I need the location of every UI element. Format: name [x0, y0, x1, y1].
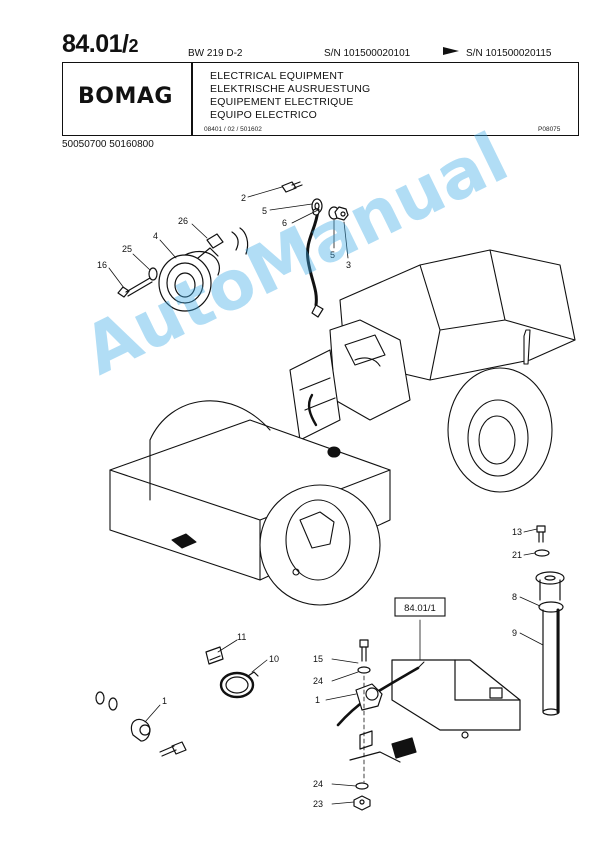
roller-machine — [109, 249, 576, 606]
title-en: ELECTRICAL EQUIPMENT — [210, 70, 344, 82]
exploded-parts-diagram: 84.01/1 2 5 6 5 3 26 4 25 16 13 21 8 9 1… — [95, 181, 576, 811]
leader-lines — [108, 186, 544, 805]
reference-box — [394, 597, 446, 617]
callout-21: 21 — [512, 550, 522, 560]
page-number: 84.01/2 — [62, 30, 139, 58]
title-block-divider — [191, 62, 193, 136]
title-block — [62, 62, 579, 136]
arrow-right-icon — [443, 46, 459, 57]
callout-5a: 5 — [262, 206, 267, 216]
callout-1b: 1 — [162, 696, 167, 706]
horn-assembly — [117, 227, 249, 312]
callout-23: 23 — [313, 799, 323, 809]
reference-box-label: 84.01/1 — [404, 603, 436, 614]
callout-16: 16 — [97, 260, 107, 270]
model-label: BW 219 D-2 — [188, 48, 243, 59]
callout-2: 2 — [241, 193, 246, 203]
callout-8: 8 — [512, 592, 517, 602]
callout-10: 10 — [269, 654, 279, 664]
title-fr: EQUIPEMENT ELECTRIQUE — [210, 96, 354, 108]
callout-11: 11 — [237, 632, 246, 642]
bracket-assembly — [336, 639, 521, 811]
callout-5b: 5 — [330, 250, 335, 260]
callout-25: 25 — [122, 244, 132, 254]
light-pole-assembly — [534, 525, 565, 716]
callout-13: 13 — [512, 527, 522, 537]
part-references: 50050700 50160800 — [62, 139, 154, 150]
serial-from: S/N 101500020101 — [324, 48, 411, 59]
title-de: ELEKTRISCHE AUSRUESTUNG — [210, 83, 371, 95]
callout-9: 9 — [512, 628, 517, 638]
cable-clip-left — [95, 691, 187, 757]
title-es: EQUIPO ELECTRICO — [210, 109, 318, 121]
serial-to: S/N 101500020115 — [466, 48, 552, 59]
callout-1a: 1 — [315, 695, 320, 705]
callout-24b: 24 — [313, 779, 323, 789]
callout-6: 6 — [282, 218, 287, 228]
callout-26: 26 — [178, 216, 188, 226]
bomag-logo: BOMAG — [78, 84, 173, 109]
doc-code: 08401 / 02 / 501602 — [204, 126, 262, 133]
callout-15: 15 — [313, 654, 323, 664]
clamp-assembly — [205, 646, 259, 699]
callout-4: 4 — [153, 231, 158, 241]
callout-24a: 24 — [313, 676, 323, 686]
callout-3: 3 — [346, 260, 351, 270]
plate-code: P08075 — [538, 126, 561, 133]
battery-cable-assembly — [281, 181, 349, 318]
